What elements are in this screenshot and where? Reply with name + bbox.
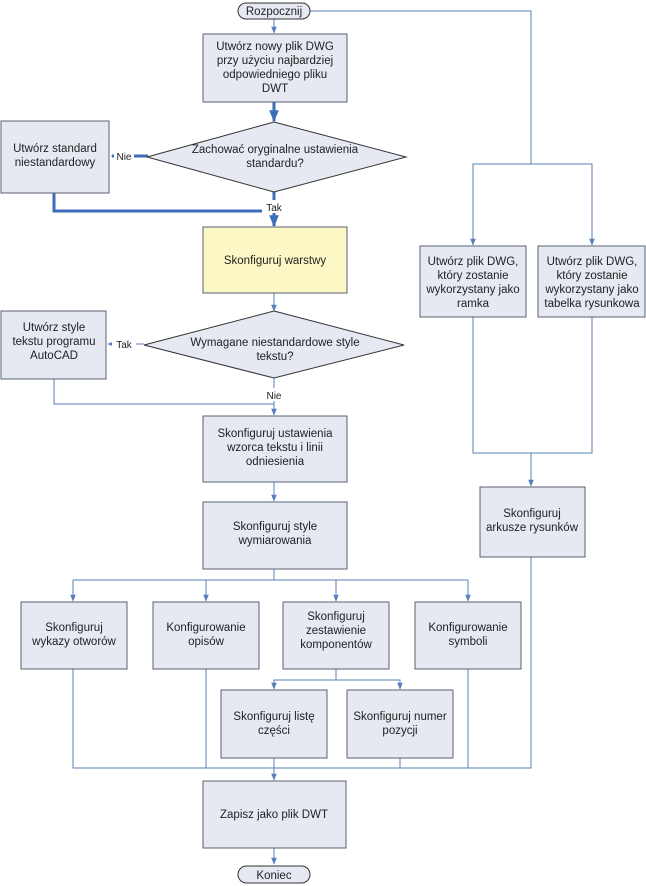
create-dwg-line-4: DWT	[262, 83, 288, 95]
edge-labels: Nie Tak Tak Nie	[112, 149, 286, 402]
symbols-box: Konfigurowanie symboli	[414, 601, 522, 670]
text-pattern-line-1: Skonfiguruj ustawienia	[217, 428, 333, 440]
frame-dwg-line-4: ramka	[457, 298, 490, 310]
item-number-line-2: pozycji	[382, 725, 417, 737]
connectors	[52, 10, 595, 865]
create-nonstandard-line-2: niestandardowy	[15, 157, 96, 169]
create-nonstandard-line-1: Utwórz standard	[13, 143, 97, 155]
sheets-box: Skonfiguruj arkusze rysunków	[479, 486, 586, 558]
sheets-line-1: Skonfiguruj	[503, 508, 561, 520]
start-label: Rozpocznij	[246, 6, 302, 18]
dim-styles-box: Skonfiguruj style wymiarowania	[202, 501, 348, 570]
dim-styles-line-1: Skonfiguruj style	[233, 521, 317, 533]
save-dwt-label: Zapisz jako plik DWT	[220, 809, 328, 821]
components-box: Skonfiguruj zestawienie komponentów	[282, 601, 390, 670]
components-line-2: zestawienie	[306, 625, 366, 637]
keep-settings-line-1: Zachować oryginalne ustawienia	[192, 144, 359, 156]
hole-lists-line-1: Skonfiguruj	[45, 622, 103, 634]
titleblock-dwg-line-1: Utwórz plik DWG,	[547, 256, 638, 268]
frame-dwg-line-2: który zostanie	[438, 270, 509, 282]
create-text-styles-line-2: tekstu programu	[12, 336, 95, 348]
edge-symbols-save	[274, 669, 469, 769]
descriptions-box: Konfigurowanie opisów	[152, 601, 260, 670]
keep-settings-line-2: standardu?	[246, 158, 304, 170]
edge-holes-save	[72, 669, 274, 769]
text-pattern-line-2: wzorca tekstu i linii	[226, 442, 323, 454]
create-text-styles-line-3: AutoCAD	[30, 350, 78, 362]
parts-list-line-1: Skonfiguruj listę	[233, 711, 314, 723]
hole-lists-line-2: wykazy otworów	[31, 636, 116, 648]
edge-start-titleblock	[531, 163, 595, 246]
edge-frame-sheets	[472, 317, 534, 487]
sheets-line-2: arkusze rysunków	[486, 522, 579, 534]
components-line-3: komponentów	[300, 639, 372, 651]
text-styles-line-1: Wymagane niestandardowe style	[190, 337, 359, 349]
edge-nonstandard-merge	[52, 193, 274, 213]
label-keep-yes: Tak	[266, 203, 283, 214]
keep-settings-decision: Zachować oryginalne ustawienia standardu…	[145, 121, 408, 193]
save-dwt-box: Zapisz jako plik DWT	[202, 780, 347, 849]
create-dwg-box: Utwórz nowy plik DWG przy użyciu najbard…	[202, 33, 348, 103]
titleblock-dwg-line-2: który zostanie	[557, 270, 628, 282]
symbols-line-2: symboli	[449, 636, 488, 648]
create-text-styles-line-1: Utwórz style	[23, 322, 86, 334]
create-dwg-line-1: Utwórz nowy plik DWG	[216, 41, 334, 53]
edge-components-parts	[271, 669, 337, 690]
configure-layers-label: Skonfiguruj warstwy	[224, 255, 327, 267]
frame-dwg-line-3: wykorzystany jako	[425, 284, 519, 296]
parts-list-line-2: części	[258, 725, 290, 737]
configure-layers-box: Skonfiguruj warstwy	[202, 226, 348, 294]
edge-styles-merge	[53, 379, 274, 405]
frame-dwg-box: Utwórz plik DWG, który zostanie wykorzys…	[419, 245, 527, 318]
descriptions-line-2: opisów	[188, 636, 224, 648]
titleblock-dwg-box: Utwórz plik DWG, który zostanie wykorzys…	[537, 245, 646, 318]
text-pattern-line-3: odniesienia	[246, 456, 305, 468]
text-styles-decision: Wymagane niestandardowe style tekstu?	[143, 310, 405, 379]
edge-titleblock-sheets	[531, 317, 593, 454]
create-nonstandard-box: Utwórz standard niestandardowy	[0, 120, 110, 194]
frame-dwg-line-1: Utwórz plik DWG,	[428, 256, 519, 268]
descriptions-line-1: Konfigurowanie	[166, 622, 245, 634]
components-line-1: Skonfiguruj	[307, 611, 365, 623]
create-dwg-line-2: przy użyciu najbardziej	[217, 55, 333, 67]
label-text-yes: Tak	[116, 340, 133, 351]
label-keep-no: Nie	[116, 152, 131, 163]
create-text-styles-box: Utwórz style tekstu programu AutoCAD	[0, 310, 107, 380]
titleblock-dwg-line-3: wykorzystany jako	[544, 284, 638, 296]
label-text-no: Nie	[266, 391, 281, 402]
create-dwg-line-3: odpowiedniego pliku	[223, 69, 327, 81]
parts-list-box: Skonfiguruj listę części	[220, 689, 328, 759]
item-number-box: Skonfiguruj numer pozycji	[346, 689, 454, 759]
end-terminator: Koniec	[237, 865, 311, 884]
titleblock-dwg-line-4: tabelka rysunkowa	[544, 298, 640, 310]
start-terminator: Rozpocznij	[237, 2, 311, 20]
edge-components-item	[336, 679, 403, 690]
text-pattern-box: Skonfiguruj ustawienia wzorca tekstu i l…	[202, 415, 348, 483]
end-label: Koniec	[256, 870, 291, 882]
text-styles-line-2: tekstu?	[256, 351, 293, 363]
item-number-line-1: Skonfiguruj numer	[353, 711, 446, 723]
hole-lists-box: Skonfiguruj wykazy otworów	[20, 601, 128, 670]
symbols-line-1: Konfigurowanie	[428, 622, 507, 634]
dim-styles-line-2: wymiarowania	[238, 535, 312, 547]
